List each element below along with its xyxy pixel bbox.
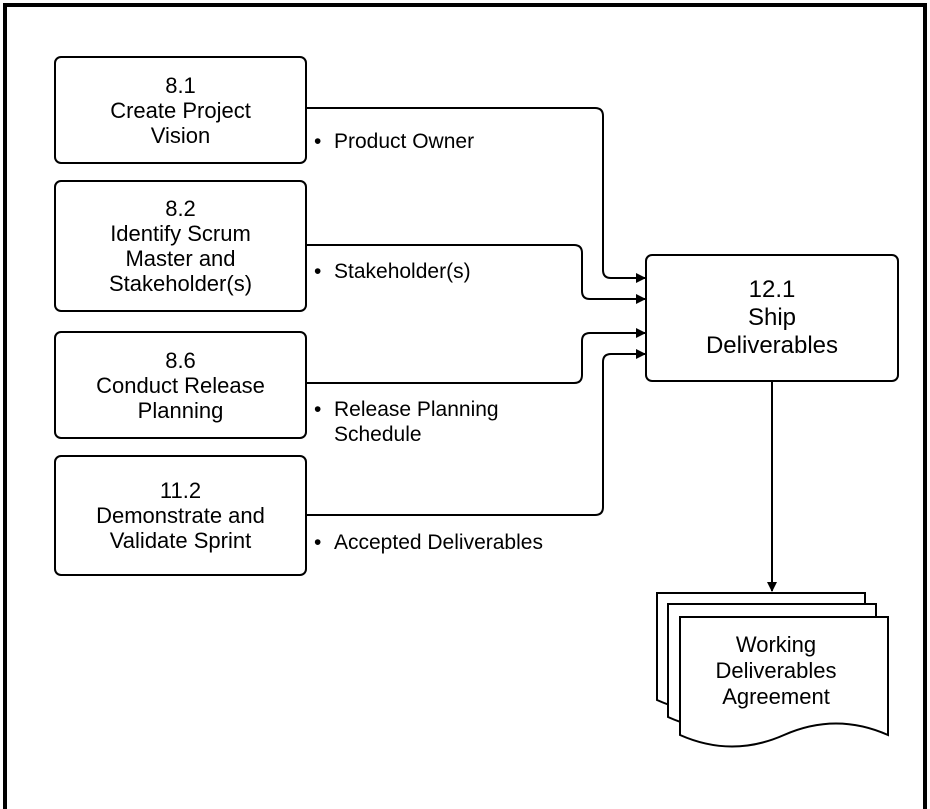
process-title-line: Demonstrate and bbox=[96, 503, 265, 528]
process-box-12-1: 12.1 Ship Deliverables bbox=[645, 254, 899, 382]
document-title-line: Working bbox=[735, 632, 817, 657]
process-box-11-2: 11.2 Demonstrate and Validate Sprint bbox=[54, 455, 307, 576]
output-label-8-6: • Release Planning Schedule bbox=[314, 397, 499, 447]
output-text: Stakeholder(s) bbox=[334, 260, 471, 283]
output-text: Accepted Deliverables bbox=[334, 531, 543, 554]
process-number: 8.1 bbox=[165, 72, 196, 98]
process-number: 8.6 bbox=[165, 347, 196, 373]
process-title-line: Vision bbox=[150, 122, 211, 148]
process-box-8-2: 8.2 Identify Scrum Master and Stakeholde… bbox=[54, 180, 307, 312]
process-title-line: Master and bbox=[125, 246, 236, 271]
output-label-8-2: • Stakeholder(s) bbox=[314, 259, 471, 284]
bullet-glyph: • bbox=[314, 398, 322, 421]
connector-8-1 bbox=[307, 107, 646, 283]
bullet-glyph: • bbox=[314, 130, 322, 153]
process-title-line: Planning bbox=[137, 397, 224, 423]
output-text-continued: Schedule bbox=[334, 423, 422, 446]
process-number: 8.2 bbox=[165, 196, 196, 221]
process-title-line: Create Project bbox=[110, 97, 251, 123]
process-title-line: Deliverables bbox=[705, 332, 839, 359]
document-title-line: Deliverables bbox=[715, 658, 837, 683]
connector-11-2 bbox=[307, 349, 646, 516]
process-box-8-1: 8.1 Create Project Vision bbox=[54, 56, 307, 164]
diagram-frame bbox=[3, 3, 927, 809]
bullet-glyph: • bbox=[314, 260, 322, 283]
connector-8-6 bbox=[307, 328, 646, 384]
output-text: Release Planning bbox=[334, 398, 499, 421]
process-number: 12.1 bbox=[748, 276, 796, 303]
document-title-line: Agreement bbox=[722, 684, 830, 709]
process-box-8-6: 8.6 Conduct Release Planning bbox=[54, 331, 307, 439]
process-title-line: Stakeholder(s) bbox=[108, 271, 253, 296]
bullet-glyph: • bbox=[314, 531, 322, 554]
output-label-11-2: • Accepted Deliverables bbox=[314, 530, 543, 555]
process-title-line: Conduct Release bbox=[96, 372, 265, 398]
process-number: 11.2 bbox=[159, 478, 202, 503]
output-label-8-1: • Product Owner bbox=[314, 129, 474, 154]
document-front-sheet bbox=[679, 616, 889, 748]
process-title-line: Validate Sprint bbox=[109, 528, 252, 553]
output-text: Product Owner bbox=[334, 130, 475, 153]
process-title-line: Identify Scrum bbox=[110, 221, 251, 246]
connector-8-2 bbox=[307, 244, 646, 304]
process-title-line: Ship bbox=[747, 304, 797, 331]
output-document: Working Deliverables Agreement bbox=[682, 632, 870, 710]
